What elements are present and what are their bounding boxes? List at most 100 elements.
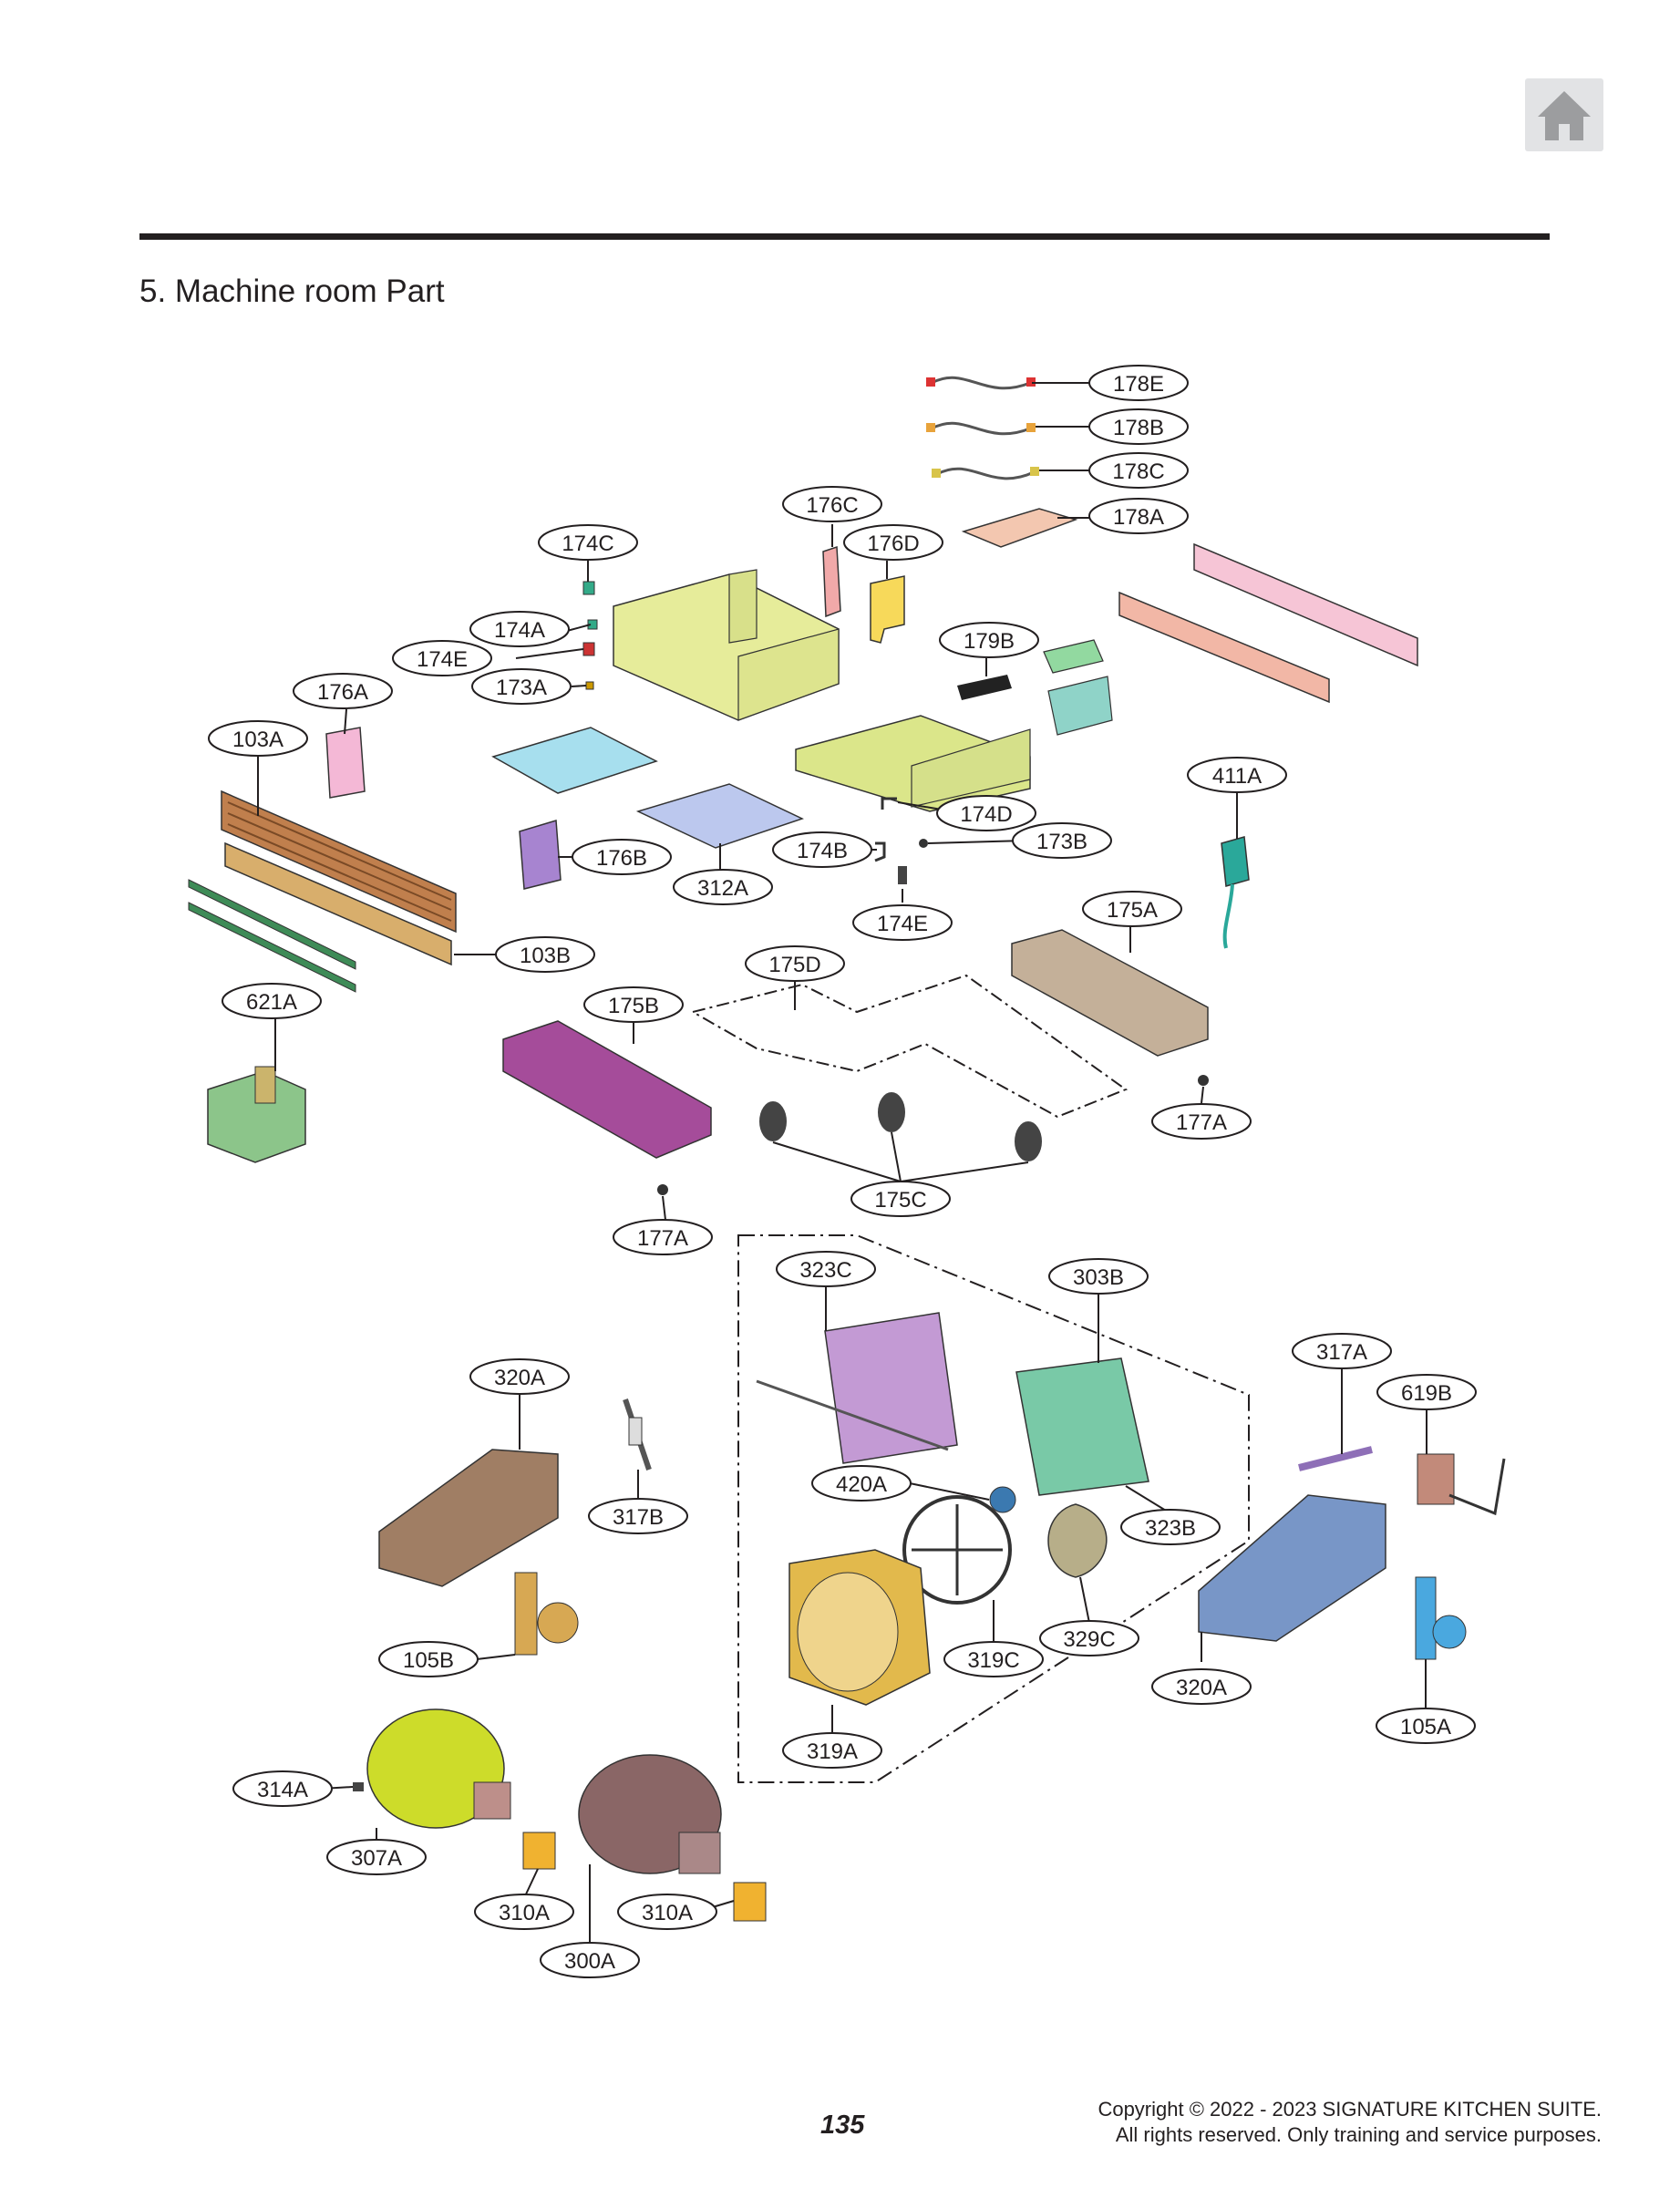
svg-text:176D: 176D xyxy=(867,532,919,556)
svg-text:329C: 329C xyxy=(1063,1627,1115,1652)
cover-teal xyxy=(1047,676,1113,736)
svg-text:319C: 319C xyxy=(967,1648,1019,1673)
svg-text:174D: 174D xyxy=(960,802,1012,827)
compressor-300A xyxy=(578,1754,722,1874)
svg-text:175B: 175B xyxy=(608,994,659,1018)
svg-text:177A: 177A xyxy=(637,1226,688,1251)
shroud-319A xyxy=(788,1549,931,1706)
callout-621A: 621A xyxy=(222,983,322,1019)
callout-300A: 300A xyxy=(540,1942,640,1978)
pcb-178A xyxy=(961,508,1078,548)
callout-174E: 174E xyxy=(852,904,953,941)
callout-174A: 174A xyxy=(469,611,570,647)
motor-420A xyxy=(989,1486,1016,1513)
callout-178C: 178C xyxy=(1088,452,1189,489)
callout-105B: 105B xyxy=(378,1641,479,1677)
page-number: 135 xyxy=(820,2111,865,2140)
caster-middle xyxy=(878,1092,905,1132)
strip-upper xyxy=(188,879,356,970)
bracket-176C xyxy=(822,545,841,618)
accumulator-105A xyxy=(1415,1576,1467,1660)
callout-173A: 173A xyxy=(471,668,572,705)
callout-320A-left: 320A xyxy=(469,1358,570,1395)
gasket-179B xyxy=(957,675,1012,700)
home-button[interactable] xyxy=(1525,78,1603,151)
svg-text:103B: 103B xyxy=(520,944,571,968)
cover-green xyxy=(1043,639,1104,674)
svg-text:317A: 317A xyxy=(1316,1340,1367,1365)
relay-310A-right xyxy=(733,1882,767,1922)
svg-text:175A: 175A xyxy=(1107,898,1158,923)
machine-room-frame xyxy=(613,569,840,721)
svg-text:176B: 176B xyxy=(596,846,647,871)
svg-text:177A: 177A xyxy=(1176,1110,1227,1135)
drain-tray-320A-left xyxy=(378,1449,559,1587)
svg-text:105B: 105B xyxy=(403,1648,454,1673)
callout-177A-right: 177A xyxy=(1151,1103,1252,1140)
caster-left xyxy=(759,1101,787,1141)
panel-176A xyxy=(325,727,366,799)
accumulator-105B xyxy=(514,1572,579,1656)
callout-411A: 411A xyxy=(1187,757,1287,793)
callout-323C: 323C xyxy=(776,1251,876,1287)
callout-174E-top: 174E xyxy=(392,640,492,676)
callout-420A: 420A xyxy=(811,1465,912,1502)
svg-text:300A: 300A xyxy=(564,1949,615,1974)
svg-text:176A: 176A xyxy=(317,680,368,705)
valve-317B xyxy=(623,1398,652,1471)
callout-179B: 179B xyxy=(939,622,1039,658)
callout-310A-left: 310A xyxy=(474,1894,574,1930)
fan-guard-319C xyxy=(902,1495,1012,1605)
callout-307A: 307A xyxy=(326,1839,427,1875)
relay-310A-left xyxy=(522,1832,556,1870)
callout-177A-left: 177A xyxy=(613,1219,713,1255)
wire-harness-178E xyxy=(926,376,1036,390)
svg-text:174E: 174E xyxy=(417,647,468,672)
callout-176C: 176C xyxy=(782,486,882,522)
callout-105A: 105A xyxy=(1376,1708,1476,1744)
callout-176A: 176A xyxy=(293,673,393,709)
caster-right xyxy=(1015,1121,1042,1161)
leader-lines xyxy=(257,382,1427,1942)
callout-319C: 319C xyxy=(943,1641,1044,1677)
svg-text:411A: 411A xyxy=(1212,764,1262,789)
cover-103B xyxy=(224,841,452,966)
svg-text:320A: 320A xyxy=(494,1366,545,1390)
callout-175B: 175B xyxy=(583,986,684,1023)
callout-173B: 173B xyxy=(1012,822,1112,859)
svg-text:174A: 174A xyxy=(494,618,545,643)
callout-310A-right: 310A xyxy=(617,1894,717,1930)
callout-175D: 175D xyxy=(745,945,845,982)
header-rule xyxy=(139,233,1550,240)
svg-text:174E: 174E xyxy=(877,912,928,936)
svg-text:323B: 323B xyxy=(1145,1516,1196,1541)
screw-173B xyxy=(919,839,928,848)
clip-174C xyxy=(582,581,595,595)
callout-314A: 314A xyxy=(232,1770,333,1807)
callout-178A: 178A xyxy=(1088,498,1189,534)
callout-174B: 174B xyxy=(772,831,872,868)
copyright-line-1: Copyright © 2022 - 2023 SIGNATURE KITCHE… xyxy=(1098,2098,1602,2121)
svg-text:178C: 178C xyxy=(1112,459,1164,484)
callout-619B: 619B xyxy=(1376,1374,1477,1410)
rail-pink xyxy=(1193,542,1418,667)
svg-text:310A: 310A xyxy=(642,1901,693,1925)
valve-621A xyxy=(207,1066,306,1163)
copyright-line-2: All rights reserved. Only training and s… xyxy=(1115,2123,1602,2146)
callout-319A: 319A xyxy=(782,1732,882,1769)
svg-text:105A: 105A xyxy=(1400,1715,1451,1739)
fan-blade-329C xyxy=(1047,1503,1108,1578)
section-title: 5. Machine room Part xyxy=(139,274,445,309)
svg-text:103A: 103A xyxy=(232,728,283,752)
svg-text:307A: 307A xyxy=(351,1846,402,1871)
compressor-307A xyxy=(366,1708,511,1829)
base-175A xyxy=(1011,929,1209,1057)
svg-text:312A: 312A xyxy=(697,876,748,901)
svg-text:175C: 175C xyxy=(874,1188,926,1213)
condenser-323C xyxy=(756,1312,958,1464)
svg-text:174C: 174C xyxy=(562,532,613,556)
svg-text:179B: 179B xyxy=(964,629,1015,654)
valve-317A xyxy=(1298,1446,1373,1471)
callout-312A: 312A xyxy=(673,869,773,905)
panel-176B xyxy=(519,820,562,890)
